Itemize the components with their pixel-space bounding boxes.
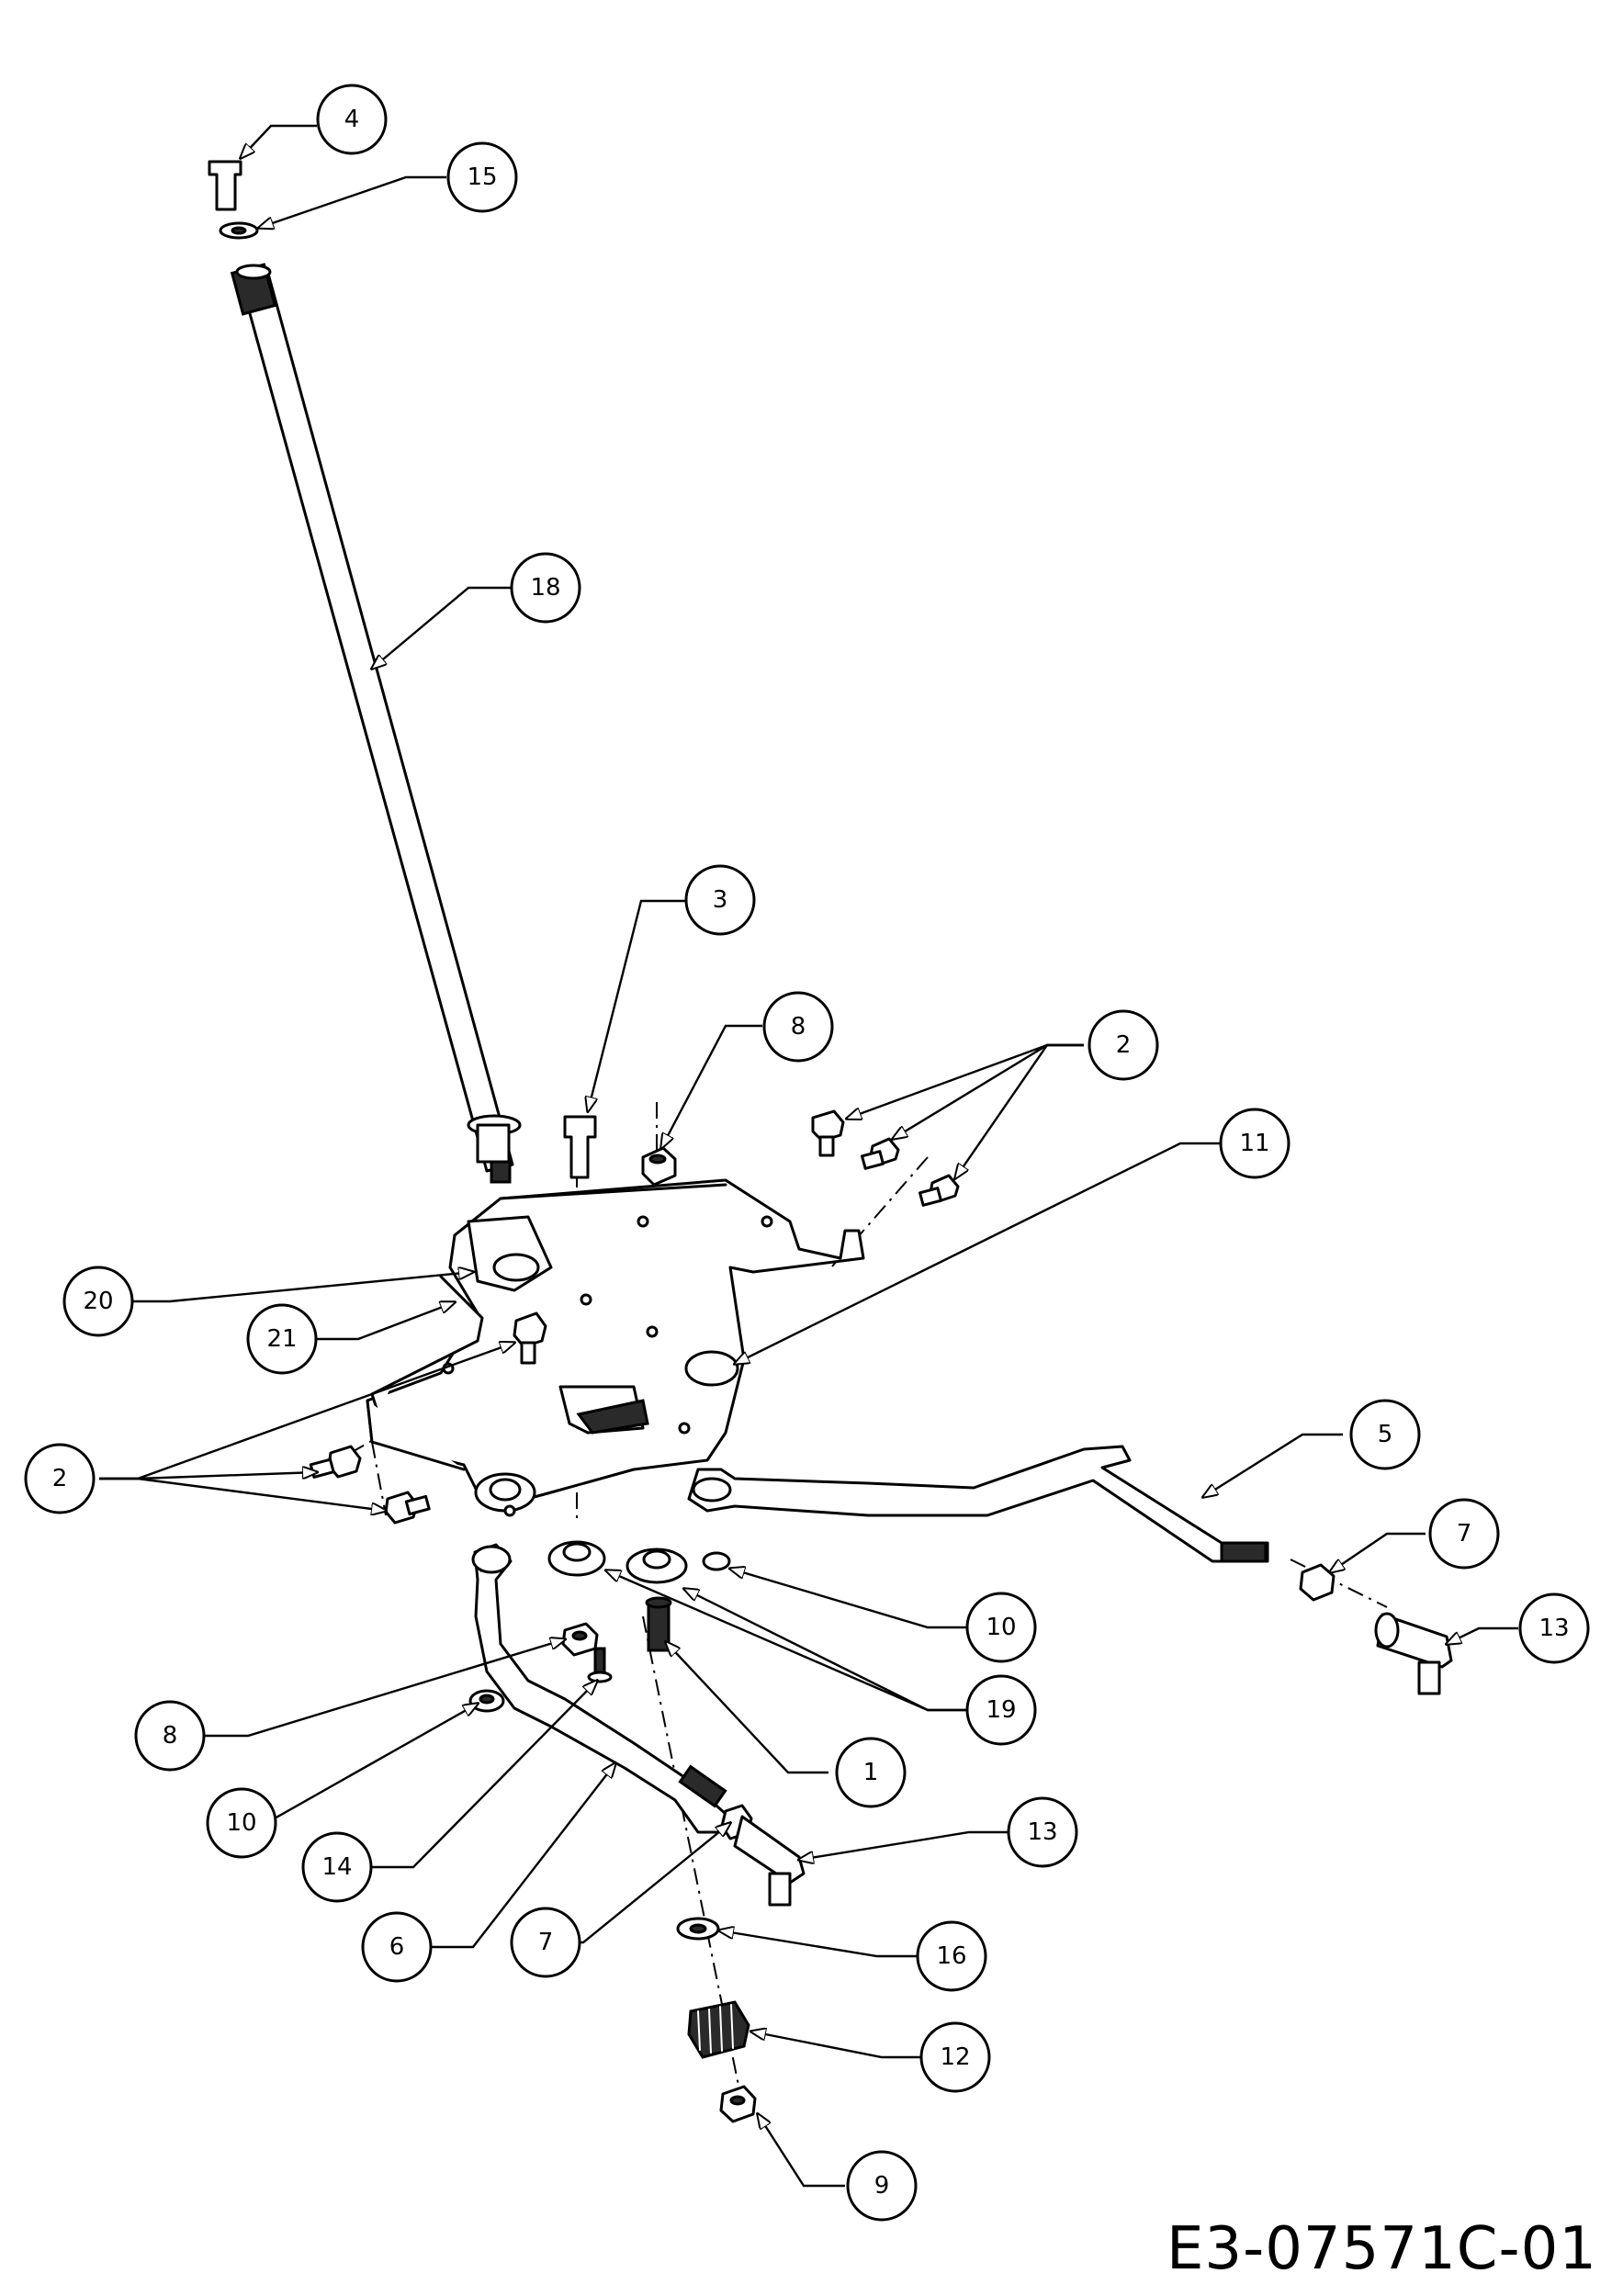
top-washer	[219, 221, 259, 240]
svg-text:5: 5	[1378, 1421, 1393, 1448]
svg-text:12: 12	[940, 2043, 970, 2071]
lower-screws	[309, 1445, 431, 1525]
flange-bushings	[547, 1540, 688, 1584]
right-ball-joint	[1374, 1612, 1453, 1695]
callout-9: 9	[846, 2150, 918, 2222]
top-bolt	[208, 160, 242, 211]
svg-text:7: 7	[1457, 1520, 1472, 1548]
callout-4: 4	[316, 84, 388, 155]
svg-text:10: 10	[986, 1614, 1016, 1641]
leader-lines	[99, 124, 1518, 2188]
svg-text:13: 13	[1027, 1818, 1057, 1846]
svg-text:8: 8	[163, 1722, 178, 1750]
callout-8-lower: 8	[134, 1700, 206, 1772]
svg-text:11: 11	[1239, 1130, 1269, 1157]
svg-text:4: 4	[344, 106, 360, 133]
bottom-washer	[676, 1917, 720, 1941]
callout-8-upper: 8	[762, 991, 834, 1063]
callout-13-right: 13	[1518, 1593, 1590, 1664]
callout-14: 14	[301, 1831, 373, 1903]
diagram-code: E3-07571C-01	[1166, 2215, 1597, 2283]
callout-16: 16	[916, 1920, 987, 1992]
callout-2-upper: 2	[1088, 1009, 1159, 1081]
steering-plate	[366, 1178, 865, 1517]
plate-bolt	[563, 1115, 597, 1179]
left-washer	[468, 1689, 505, 1713]
callout-3: 3	[684, 864, 756, 936]
svg-text:7: 7	[538, 1929, 554, 1956]
plate-nut	[641, 1146, 677, 1187]
right-jam-nut	[1299, 1563, 1336, 1602]
right-washer	[702, 1551, 731, 1571]
drag-link-right	[687, 1445, 1269, 1563]
grease-fitting	[587, 1647, 613, 1683]
callout-12: 12	[919, 2021, 991, 2093]
steering-shaft	[230, 263, 522, 1184]
callout-11: 11	[1219, 1108, 1291, 1179]
callout-18: 18	[510, 552, 581, 624]
svg-text:19: 19	[986, 1696, 1016, 1724]
pinion-gear	[687, 2000, 750, 2059]
callout-21: 21	[246, 1303, 318, 1375]
svg-text:6: 6	[389, 1933, 405, 1961]
svg-text:10: 10	[226, 1809, 256, 1837]
drag-link-left	[471, 1543, 727, 1834]
callout-6: 6	[361, 1911, 433, 1983]
callout-20: 20	[62, 1266, 134, 1337]
svg-text:1: 1	[863, 1759, 879, 1786]
svg-text:16: 16	[936, 1942, 966, 1970]
pivot-bolt	[645, 1596, 672, 1652]
svg-text:9: 9	[874, 2172, 890, 2200]
svg-text:18: 18	[530, 574, 560, 602]
callout-7-left: 7	[510, 1907, 581, 1978]
callout-1: 1	[835, 1737, 907, 1808]
callout-7-right: 7	[1428, 1498, 1500, 1570]
callout-15: 15	[446, 141, 518, 213]
svg-text:21: 21	[266, 1325, 297, 1353]
callout-19: 19	[965, 1674, 1037, 1746]
callout-2-lower: 2	[24, 1443, 96, 1514]
callout-13-left: 13	[1007, 1796, 1078, 1868]
callout-5: 5	[1349, 1399, 1421, 1470]
svg-text:15: 15	[467, 163, 497, 191]
upper-screws	[811, 1109, 960, 1207]
svg-text:2: 2	[52, 1465, 68, 1492]
svg-text:3: 3	[713, 886, 728, 914]
left-ball-joint	[733, 1815, 806, 1907]
svg-text:8: 8	[791, 1013, 806, 1041]
svg-text:2: 2	[1116, 1031, 1132, 1059]
bottom-flange-nut	[719, 2085, 757, 2123]
callout-10-left: 10	[206, 1787, 277, 1859]
lower-nut	[561, 1622, 599, 1657]
callout-10-right: 10	[965, 1592, 1037, 1663]
svg-text:13: 13	[1538, 1615, 1569, 1642]
center-screw	[513, 1311, 547, 1365]
svg-text:20: 20	[83, 1288, 113, 1315]
svg-text:14: 14	[321, 1853, 352, 1881]
